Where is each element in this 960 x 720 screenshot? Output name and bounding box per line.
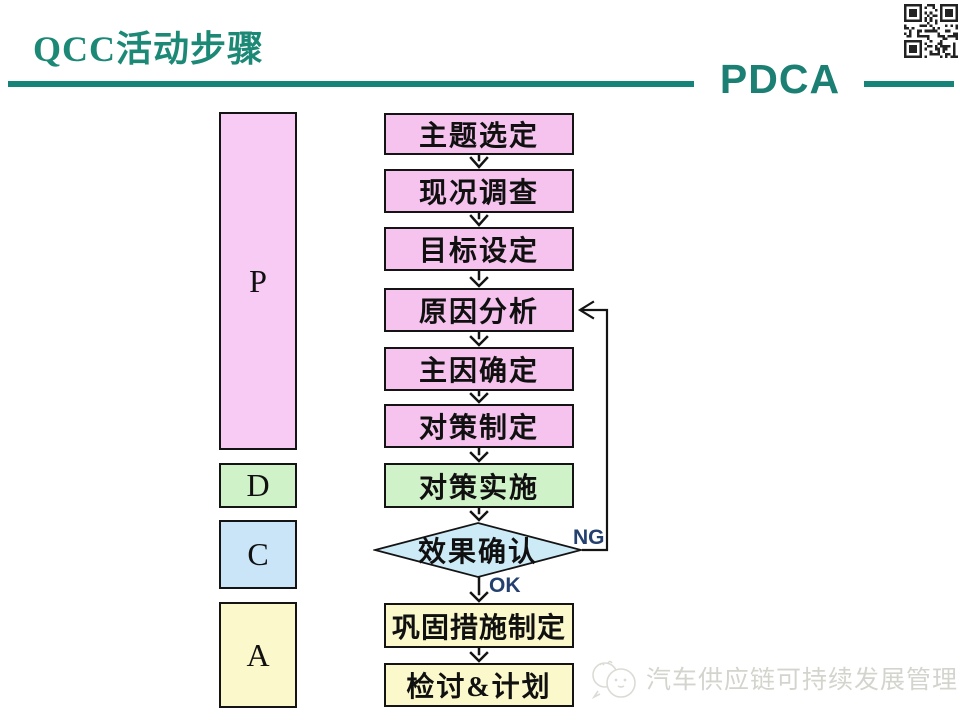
watermark-text: 汽车供应链可持续发展管理 xyxy=(646,667,959,694)
divider-line-right xyxy=(864,81,954,87)
flow-decision-effect-check: 效果确认 xyxy=(373,522,583,578)
arrow-down-icon xyxy=(469,269,489,288)
phase-box-act: A xyxy=(219,602,297,708)
phase-box-check: C xyxy=(219,520,297,589)
decision-label: 效果确认 xyxy=(417,537,538,568)
pdca-heading: PDCA xyxy=(719,56,841,102)
mascot-logo-icon xyxy=(591,660,636,700)
flow-step-countermeasure-exec: 对策实施 xyxy=(384,463,574,508)
flow-step-main-cause: 主因确定 xyxy=(384,347,574,391)
branch-label-ng: NG xyxy=(573,526,605,549)
flow-step-countermeasure-plan: 对策制定 xyxy=(384,404,574,448)
phase-letter: D xyxy=(246,467,270,503)
phase-letter: A xyxy=(246,636,270,673)
flow-step-cause-analysis: 原因分析 xyxy=(384,288,574,332)
phase-letter: P xyxy=(249,262,267,299)
flow-step-current-survey: 现况调查 xyxy=(384,169,574,213)
branch-label-ok: OK xyxy=(489,574,521,597)
phase-box-plan: P xyxy=(219,112,297,450)
page-title: QCC活动步骤 xyxy=(33,29,264,69)
feedback-line-ng xyxy=(581,308,609,552)
arrow-down-icon xyxy=(469,153,489,169)
arrow-down-icon xyxy=(469,446,489,463)
arrow-down-icon xyxy=(469,211,489,227)
arrow-down-icon xyxy=(469,330,489,347)
arrow-down-icon xyxy=(469,506,489,522)
flow-step-goal-setting: 目标设定 xyxy=(384,227,574,271)
qr-code-icon xyxy=(904,4,958,58)
flow-step-review-plan: 检讨&计划 xyxy=(384,663,574,707)
phase-box-do: D xyxy=(219,463,297,508)
phase-letter: C xyxy=(247,536,269,572)
flow-step-consolidation: 巩固措施制定 xyxy=(384,603,574,648)
divider-line-left xyxy=(8,81,694,87)
arrow-down-icon xyxy=(469,646,489,663)
arrow-down-icon xyxy=(469,576,489,603)
arrow-left-icon xyxy=(577,300,595,320)
arrow-down-icon xyxy=(469,389,489,404)
flow-step-topic-selection: 主题选定 xyxy=(384,113,574,155)
